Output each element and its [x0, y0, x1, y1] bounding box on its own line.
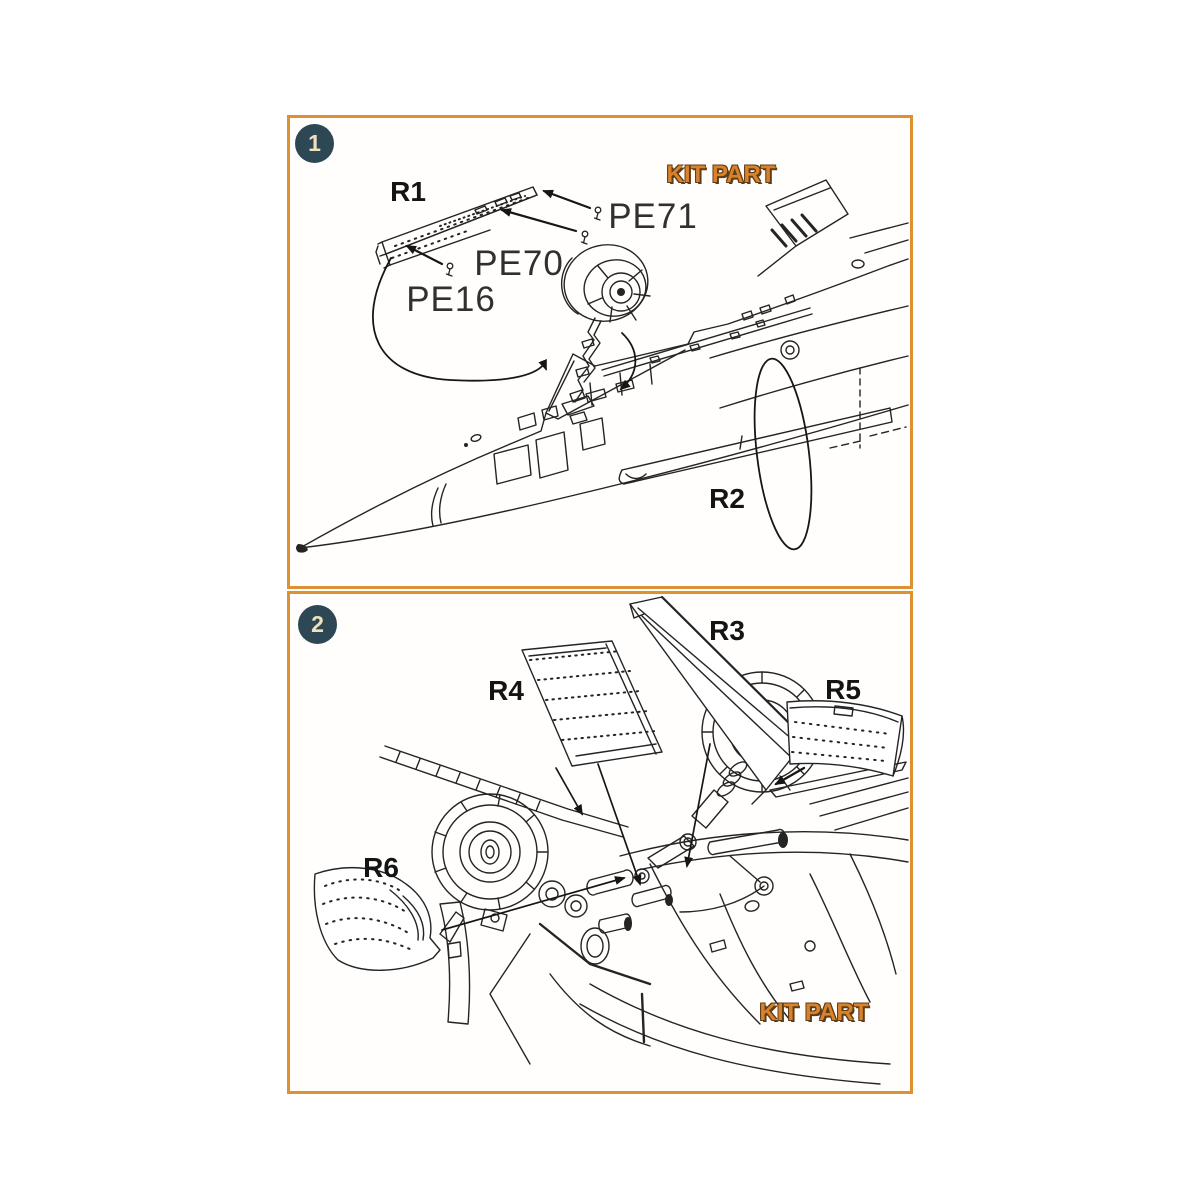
part-label-pe70: PE70 — [474, 244, 564, 283]
part-label-pe71: PE71 — [608, 197, 698, 236]
screw-icon-pe16 — [445, 262, 454, 277]
part-label-r6: R6 — [363, 852, 399, 883]
part-label-r3: R3 — [709, 615, 745, 646]
part-label-r4: R4 — [488, 675, 524, 706]
part-r6-door-drawing — [313, 867, 465, 971]
part-label-r1: R1 — [390, 176, 426, 207]
assembly-arrows — [372, 189, 813, 551]
screw-icon-pe70 — [580, 230, 589, 245]
part-r3-door-drawing — [629, 595, 808, 805]
screw-icon-pe71 — [593, 206, 602, 221]
step-1-panel: 1 KIT PART R1 PE71 PE70 PE16 R2 — [287, 115, 913, 589]
radar-dish-drawing — [560, 244, 651, 425]
part-r2-strake — [618, 407, 893, 485]
part-label-pe16: PE16 — [406, 280, 496, 319]
kit-part-label: KIT PART — [759, 999, 869, 1026]
assembly-arrows — [441, 743, 806, 931]
step-2-panel: 2 R3 R4 R5 R6 KIT PART — [287, 591, 913, 1094]
step-2-drawing — [313, 595, 909, 1085]
aircraft-nose-drawing — [296, 179, 909, 553]
left-wheel-drawing — [431, 793, 549, 911]
part-r1-strip-drawing — [375, 186, 538, 269]
part-r4-panel-drawing — [521, 640, 663, 767]
step-number-badge: 1 — [295, 124, 334, 163]
screw-icons — [445, 206, 602, 277]
step-number-badge: 2 — [298, 605, 337, 644]
part-label-r2: R2 — [709, 483, 745, 514]
part-label-r5: R5 — [825, 674, 861, 705]
part-r5-door-drawing — [786, 700, 905, 777]
kit-part-label: KIT PART — [666, 161, 776, 188]
step-1-drawing — [296, 179, 909, 553]
